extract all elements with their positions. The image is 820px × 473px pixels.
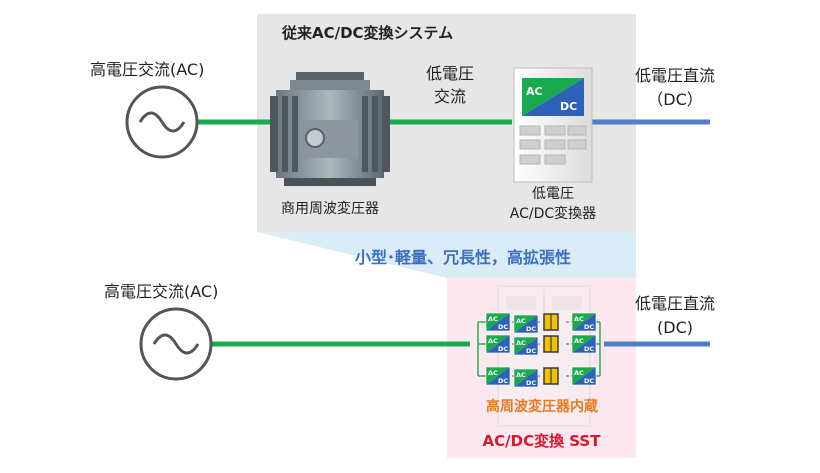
low-voltage-ac-label-line-1: 低電圧	[425, 64, 474, 83]
cabinet-badge-ac: AC	[526, 85, 543, 98]
sst-output-label: 低電圧直流 (DC)	[620, 292, 730, 340]
benefit-band	[257, 232, 636, 278]
converter-cabinet-icon	[513, 67, 593, 183]
svg-text:DC: DC	[498, 345, 508, 353]
cabinet-badge-dc: DC	[560, 100, 578, 113]
svg-text:AC: AC	[574, 369, 584, 377]
conventional-output-label: 低電圧直流 （DC）	[620, 64, 730, 112]
converter-label: 低電圧 AC/DC変換器	[486, 184, 620, 224]
svg-text:DC: DC	[526, 325, 536, 333]
svg-text:AC: AC	[488, 315, 498, 323]
conventional-source-label: 高電圧交流(AC)	[90, 60, 205, 79]
svg-text:AC: AC	[516, 371, 526, 379]
svg-text:DC: DC	[584, 323, 594, 331]
transformer-label: 商用周波変圧器	[281, 201, 379, 217]
sst-title: AC/DC変換 SST	[482, 432, 601, 450]
sst-output-label-line-2: (DC)	[657, 318, 693, 337]
svg-text:DC: DC	[498, 377, 508, 385]
converter-label-line-2: AC/DC変換器	[509, 206, 597, 222]
svg-text:AC: AC	[488, 337, 498, 345]
transformer-icon	[270, 72, 390, 186]
low-voltage-ac-label: 低電圧 交流	[410, 62, 490, 108]
hf-transformer-icon-1	[543, 313, 559, 331]
conventional-output-label-line-1: 低電圧直流	[634, 66, 715, 85]
sst-module-wiring-dashed	[512, 321, 572, 377]
benefits-label: 小型･軽量、冗長性，高拡張性	[355, 248, 572, 267]
svg-text:DC: DC	[526, 347, 536, 355]
sst-output-label-line-1: 低電圧直流	[634, 294, 715, 313]
svg-text:AC: AC	[516, 317, 526, 325]
conventional-title: 従来AC/DC変換システム	[282, 24, 454, 42]
svg-text:DC: DC	[526, 379, 536, 387]
sst-inner-label: 高周波変圧器内蔵	[486, 399, 598, 415]
hf-transformer-icon-3	[543, 367, 559, 385]
sst-source-label: 高電圧交流(AC)	[104, 282, 219, 301]
svg-text:DC: DC	[584, 377, 594, 385]
svg-text:AC: AC	[488, 369, 498, 377]
sst-cabinet-icon	[497, 285, 591, 427]
svg-text:AC: AC	[574, 337, 584, 345]
svg-text:AC: AC	[516, 339, 526, 347]
conventional-output-label-line-2: （DC）	[647, 90, 703, 109]
sst-ac-source-icon	[139, 307, 213, 381]
sst-module-wiring	[477, 321, 601, 377]
low-voltage-ac-label-line-2: 交流	[433, 87, 466, 106]
svg-text:DC: DC	[498, 323, 508, 331]
svg-text:AC: AC	[574, 315, 584, 323]
svg-text:DC: DC	[584, 345, 594, 353]
ac-source-icon	[125, 85, 199, 159]
converter-label-line-1: 低電圧	[532, 186, 574, 202]
hf-transformer-icon-2	[543, 335, 559, 353]
